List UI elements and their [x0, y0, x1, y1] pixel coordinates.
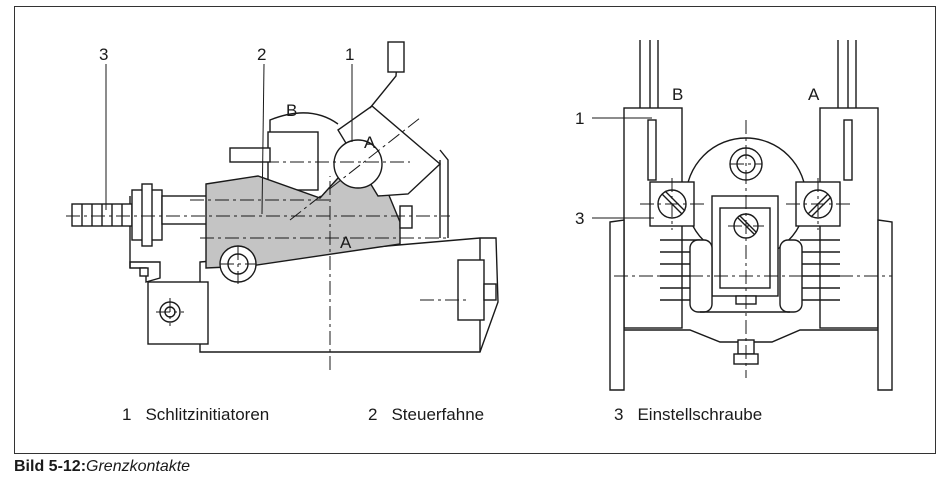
legend-item-1: 1 Schlitzinitiatoren: [122, 405, 269, 425]
left-side-view: [71, 41, 499, 353]
callout-right-3: 3: [575, 209, 584, 228]
caption-label: Bild 5-12:: [14, 458, 87, 475]
legend-text: Einstellschraube: [637, 405, 763, 424]
legend-text: Schlitzinitiatoren: [145, 405, 270, 424]
callout-right-A: A: [808, 85, 820, 104]
callout-left-B: B: [286, 101, 297, 120]
callout-left-1: 1: [345, 45, 354, 64]
right-front-view: [609, 40, 893, 391]
callout-right-1: 1: [575, 109, 584, 128]
callout-left-A-sensor: A: [364, 133, 376, 152]
legend-number: 3: [614, 405, 624, 424]
legend-item-2: 2 Steuerfahne: [368, 405, 484, 425]
callout-left-A-vane: A: [340, 233, 352, 252]
callout-right-B: B: [672, 85, 683, 104]
caption-title: Grenzkontakte: [86, 458, 191, 475]
figure-caption: Bild 5-12:Grenzkontakte: [14, 458, 190, 476]
legend-number: 1: [122, 405, 132, 424]
legend-number: 2: [368, 405, 378, 424]
legend-text: Steuerfahne: [391, 405, 485, 424]
callout-left-2: 2: [257, 45, 266, 64]
figure-frame: [14, 6, 936, 454]
legend-item-3: 3 Einstellschraube: [614, 405, 762, 425]
callout-left-3: 3: [99, 45, 108, 64]
